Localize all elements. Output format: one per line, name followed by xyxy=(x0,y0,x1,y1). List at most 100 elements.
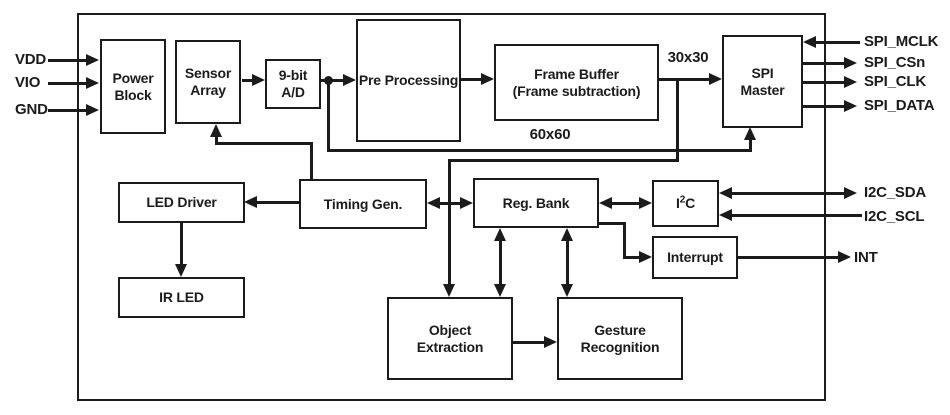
arrow-vdd-into-power xyxy=(86,54,99,66)
block-spi-label-2: Master xyxy=(740,81,785,98)
arrow-sda-into-i2c xyxy=(719,187,732,199)
arrow-regbank-to-objext xyxy=(494,284,506,297)
i2c-sup: 2 xyxy=(679,194,686,206)
block-i2c-label: I2C xyxy=(676,195,695,212)
arrow-spi-csn-out xyxy=(844,57,857,69)
wire-timing-to-led xyxy=(257,201,299,204)
pin-label-spi-mclk: SPI_MCLK xyxy=(864,33,939,50)
arrow-vio-into-power xyxy=(86,77,99,89)
wire-int xyxy=(738,256,839,259)
arrow-adc-to-preproc xyxy=(343,74,356,86)
pin-label-i2c-sda: I2C_SDA xyxy=(864,184,926,201)
arrow-mclk-into-spi xyxy=(803,36,816,48)
wire-spi-csn xyxy=(803,62,846,65)
block-adc: 9-bit A/D xyxy=(265,59,321,109)
block-timing-gen: Timing Gen. xyxy=(299,179,427,229)
block-framebuf-label-2: (Frame subtraction) xyxy=(512,82,641,99)
arrow-regbank-to-timing xyxy=(427,197,440,209)
block-adc-label-2: A/D xyxy=(281,84,305,100)
bus-label-60x60: 60x60 xyxy=(529,126,571,143)
arrow-sda-out xyxy=(844,187,857,199)
pin-label-spi-csn: SPI_CSn xyxy=(864,54,926,71)
pin-label-vdd: VDD xyxy=(15,51,47,68)
wire-regbank-to-interrupt-2 xyxy=(623,222,626,259)
block-power: Power Block xyxy=(100,39,166,134)
block-spi-label-1: SPI xyxy=(751,64,774,81)
arrow-regbank-to-gesture xyxy=(561,284,573,297)
wire-timing-regbank xyxy=(439,202,461,205)
block-preproc-label: Pre Processing xyxy=(358,72,459,89)
pin-label-i2c-scl: I2C_SCL xyxy=(864,208,925,225)
arrow-objext-to-regbank xyxy=(494,228,506,241)
bus-label-30x30: 30x30 xyxy=(667,49,709,66)
pin-label-spi-data: SPI_DATA xyxy=(864,97,935,114)
block-objext-label-1: Object xyxy=(428,321,472,338)
block-sensor-array: Sensor Array xyxy=(175,40,241,124)
arrow-preproc-to-framebuf xyxy=(481,73,494,85)
block-reg-bank: Reg. Bank xyxy=(473,178,599,228)
wire-spi-data xyxy=(803,105,846,108)
arrow-i2c-to-regbank xyxy=(599,197,612,209)
wire-regbank-gesture xyxy=(566,240,569,285)
wire-vdd xyxy=(48,59,87,62)
wire-bus30-branch-to-objext xyxy=(448,159,451,284)
block-power-label-2: Block xyxy=(114,86,152,103)
block-pre-processing: Pre Processing xyxy=(356,19,461,142)
block-gesture-recognition: Gesture Recognition xyxy=(557,297,683,380)
block-spi-master: SPI Master xyxy=(722,35,803,128)
wire-bus30-branch-down xyxy=(676,78,679,162)
wire-bus30-branch-across xyxy=(448,159,679,162)
arrow-regbank-to-i2c xyxy=(639,197,652,209)
block-sensor-label-1: Sensor xyxy=(184,65,232,82)
wire-regbank-to-interrupt-3 xyxy=(623,256,640,259)
wire-i2c-scl xyxy=(731,214,862,217)
arrow-spi-data-out xyxy=(844,100,857,112)
wire-gnd xyxy=(48,109,87,112)
pin-label-vio: VIO xyxy=(15,74,41,91)
arrow-gnd-into-power xyxy=(86,104,99,116)
arrow-scl-into-i2c xyxy=(719,209,732,221)
arrow-timing-to-regbank xyxy=(460,197,473,209)
block-gesture-label-2: Recognition xyxy=(580,338,660,355)
wire-bus60-down-from-adc xyxy=(327,80,330,152)
arrow-sensor-to-adc xyxy=(252,74,265,86)
arrow-bus60-into-spi xyxy=(744,127,756,140)
arrow-timing-into-led xyxy=(244,196,257,208)
arrow-objext-to-gesture xyxy=(544,336,557,348)
block-ir-led-label: IR LED xyxy=(159,289,204,306)
pin-label-spi-clk: SPI_CLK xyxy=(864,73,926,90)
block-adc-label-1: 9-bit xyxy=(278,67,308,84)
wire-objext-to-gesture xyxy=(513,341,545,344)
arrow-int-out xyxy=(838,251,851,263)
block-power-label-1: Power xyxy=(112,69,154,86)
wire-preproc-to-framebuf xyxy=(461,78,483,81)
wire-i2c-sda xyxy=(731,192,845,195)
wire-framebuf-to-spi xyxy=(659,78,710,81)
wire-timing-to-sensor-across xyxy=(215,142,313,145)
block-i2c: I2C xyxy=(652,180,719,227)
wire-spi-mclk xyxy=(815,41,860,44)
arrow-gesture-to-regbank xyxy=(561,228,573,241)
block-interrupt: Interrupt xyxy=(652,236,738,279)
block-led-driver: LED Driver xyxy=(118,182,245,223)
block-frame-buffer: Frame Buffer (Frame subtraction) xyxy=(494,44,659,121)
arrow-into-interrupt xyxy=(639,251,652,263)
wire-regbank-i2c xyxy=(611,202,641,205)
wire-led-to-irled xyxy=(180,223,183,265)
wire-regbank-to-interrupt-1 xyxy=(599,222,626,225)
wire-bus60-up-to-spi xyxy=(749,139,752,152)
block-ir-led: IR LED xyxy=(118,277,245,318)
block-objext-label-2: Extraction xyxy=(416,338,484,355)
block-object-extraction: Object Extraction xyxy=(387,297,513,380)
arrow-framebuf-to-spi xyxy=(709,73,722,85)
block-regbank-label: Reg. Bank xyxy=(502,194,570,211)
block-timing-label: Timing Gen. xyxy=(323,195,403,212)
wire-sensor-to-adc xyxy=(242,79,254,82)
arrow-led-into-irled xyxy=(175,264,187,277)
i2c-end: C xyxy=(685,195,695,212)
wire-bus60-across xyxy=(327,149,752,152)
block-sensor-label-2: Array xyxy=(190,82,226,98)
wire-timing-up xyxy=(310,142,313,179)
arrow-bus30-into-objext xyxy=(443,284,455,297)
pin-label-int: INT xyxy=(854,249,878,266)
